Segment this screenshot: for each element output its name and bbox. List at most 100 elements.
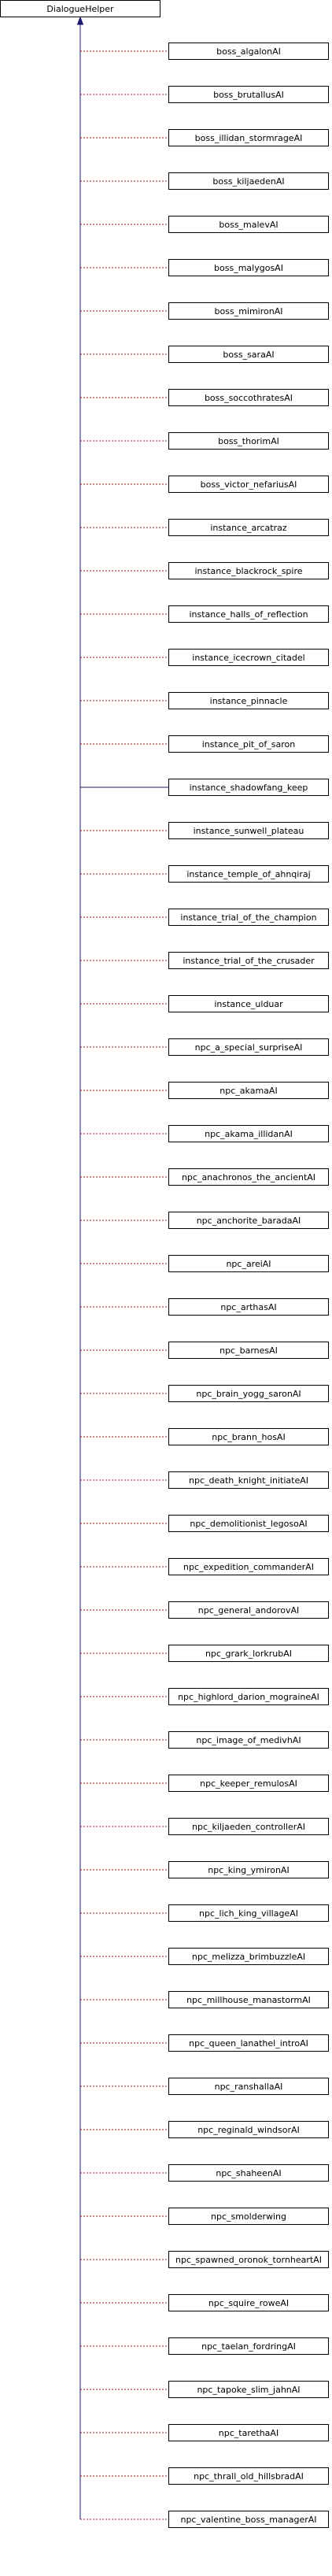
class-node-npc-brann-hosai[interactable]: npc_brann_hosAI (168, 1428, 329, 1445)
base-class-label: DialogueHelper (46, 4, 114, 14)
class-node-instance-arcatraz[interactable]: instance_arcatraz (168, 519, 329, 536)
base-class-node[interactable]: DialogueHelper (0, 0, 160, 17)
class-node-npc-a-special-surpriseai[interactable]: npc_a_special_surpriseAI (168, 1038, 329, 1056)
class-node-boss-algalonai[interactable]: boss_algalonAI (168, 43, 329, 60)
class-node-boss-malygosai[interactable]: boss_malygosAI (168, 259, 329, 276)
class-node-npc-grark-lorkrubai[interactable]: npc_grark_lorkrubAI (168, 1645, 329, 1662)
class-node-npc-areiai[interactable]: npc_areiAI (168, 1255, 329, 1272)
class-label: boss_malygosAI (214, 263, 283, 273)
class-label: npc_anchorite_baradaAI (197, 1216, 301, 1226)
class-label: npc_valentine_boss_managerAI (180, 2515, 316, 2525)
class-node-npc-lich-king-villageai[interactable]: npc_lich_king_villageAI (168, 1904, 329, 1922)
class-node-npc-reginald-windsorai[interactable]: npc_reginald_windsorAI (168, 2121, 329, 2138)
class-box (168, 1342, 329, 1359)
class-label: npc_image_of_medivhAI (196, 1735, 301, 1745)
class-node-npc-queen-lanathel-introai[interactable]: npc_queen_lanathel_introAI (168, 2034, 329, 2052)
class-box (168, 1688, 329, 1705)
base-class-box (0, 0, 160, 17)
class-label: npc_thrall_old_hillsbradAI (194, 2471, 304, 2482)
class-node-npc-anchorite-baradaai[interactable]: npc_anchorite_baradaAI (168, 1212, 329, 1229)
class-box (168, 2208, 329, 2225)
class-box (168, 172, 329, 190)
class-node-npc-general-andorovai[interactable]: npc_general_andorovAI (168, 1601, 329, 1619)
class-label: instance_blackrock_spire (194, 566, 302, 576)
class-node-npc-millhouse-manastormai[interactable]: npc_millhouse_manastormAI (168, 1991, 329, 2008)
class-node-npc-kiljaeden-controllerai[interactable]: npc_kiljaeden_controllerAI (168, 1818, 329, 1835)
class-node-instance-shadowfang-keep[interactable]: instance_shadowfang_keep (168, 779, 329, 796)
class-node-instance-halls-of-reflection[interactable]: instance_halls_of_reflection (168, 605, 329, 623)
class-node-npc-akamaai[interactable]: npc_akamaAI (168, 1082, 329, 1099)
class-label: npc_shaheenAI (216, 2168, 281, 2178)
class-node-boss-illidan-stormrageai[interactable]: boss_illidan_stormrageAI (168, 129, 329, 146)
class-node-instance-trial-of-the-champion[interactable]: instance_trial_of_the_champion (168, 909, 329, 926)
class-node-boss-soccothratesai[interactable]: boss_soccothratesAI (168, 389, 329, 406)
class-box (168, 822, 329, 839)
class-label: npc_lich_king_villageAI (199, 1908, 298, 1919)
class-label: boss_mimironAI (215, 306, 283, 316)
class-node-npc-brain-yogg-saronai[interactable]: npc_brain_yogg_saronAI (168, 1385, 329, 1402)
class-label: npc_millhouse_manastormAI (186, 1995, 311, 2005)
class-node-npc-taelan-fordringai[interactable]: npc_taelan_fordringAI (168, 2337, 329, 2355)
class-box (168, 952, 329, 969)
class-node-npc-arthasai[interactable]: npc_arthasAI (168, 1298, 329, 1316)
class-node-boss-mimironai[interactable]: boss_mimironAI (168, 302, 329, 320)
class-node-instance-pit-of-saron[interactable]: instance_pit_of_saron (168, 735, 329, 753)
class-node-instance-temple-of-ahnqiraj[interactable]: instance_temple_of_ahnqiraj (168, 865, 329, 883)
class-node-instance-trial-of-the-crusader[interactable]: instance_trial_of_the_crusader (168, 952, 329, 969)
class-node-npc-anachronos-the-ancientai[interactable]: npc_anachronos_the_ancientAI (168, 1168, 329, 1186)
class-box (168, 1212, 329, 1229)
class-node-npc-image-of-medivhai[interactable]: npc_image_of_medivhAI (168, 1731, 329, 1749)
class-label: npc_general_andorovAI (198, 1605, 300, 1616)
class-label: npc_areiAI (226, 1259, 271, 1269)
class-node-npc-expedition-commanderai[interactable]: npc_expedition_commanderAI (168, 1558, 329, 1575)
class-box (168, 2381, 329, 2398)
class-box (168, 2164, 329, 2182)
class-box (168, 1428, 329, 1445)
class-node-instance-blackrock-spire[interactable]: instance_blackrock_spire (168, 562, 329, 579)
class-node-npc-keeper-remulosai[interactable]: npc_keeper_remulosAI (168, 1775, 329, 1792)
class-box (168, 1775, 329, 1792)
class-box (168, 432, 329, 450)
class-node-npc-demolitionist-legosoai[interactable]: npc_demolitionist_legosoAI (168, 1515, 329, 1532)
class-node-boss-kiljaedenai[interactable]: boss_kiljaedenAI (168, 172, 329, 190)
class-node-npc-death-knight-initiateai[interactable]: npc_death_knight_initiateAI (168, 1471, 329, 1489)
class-node-boss-thorimai[interactable]: boss_thorimAI (168, 432, 329, 450)
class-node-instance-icecrown-citadel[interactable]: instance_icecrown_citadel (168, 649, 329, 666)
class-node-boss-malevai[interactable]: boss_malevAI (168, 216, 329, 233)
class-node-boss-brutallusai[interactable]: boss_brutallusAI (168, 86, 329, 103)
class-node-npc-spawned-oronok-tornheartai[interactable]: npc_spawned_oronok_tornheartAI (168, 2251, 329, 2268)
class-node-instance-pinnacle[interactable]: instance_pinnacle (168, 692, 329, 709)
class-node-npc-squire-roweai[interactable]: npc_squire_roweAI (168, 2294, 329, 2311)
class-label: instance_shadowfang_keep (190, 783, 308, 793)
class-node-npc-ranshallaai[interactable]: npc_ranshallaAI (168, 2078, 329, 2095)
class-node-instance-sunwell-plateau[interactable]: instance_sunwell_plateau (168, 822, 329, 839)
class-label: npc_akamaAI (219, 1086, 277, 1096)
class-node-npc-thrall-old-hillsbradai[interactable]: npc_thrall_old_hillsbradAI (168, 2467, 329, 2485)
class-node-instance-ulduar[interactable]: instance_ulduar (168, 995, 329, 1012)
class-node-npc-smolderwing[interactable]: npc_smolderwing (168, 2208, 329, 2225)
class-node-npc-akama-illidanai[interactable]: npc_akama_illidanAI (168, 1125, 329, 1142)
class-node-npc-barnesai[interactable]: npc_barnesAI (168, 1342, 329, 1359)
class-node-npc-king-ymironai[interactable]: npc_king_ymironAI (168, 1861, 329, 1878)
class-label: npc_demolitionist_legosoAI (190, 1519, 307, 1529)
class-node-npc-tarethaai[interactable]: npc_tarethaAI (168, 2424, 329, 2441)
class-node-npc-highlord-darion-mograineai[interactable]: npc_highlord_darion_mograineAI (168, 1688, 329, 1705)
class-box (168, 302, 329, 320)
class-node-npc-valentine-boss-managerai[interactable]: npc_valentine_boss_managerAI (168, 2511, 329, 2528)
class-node-boss-saraai[interactable]: boss_saraAI (168, 346, 329, 363)
class-node-npc-tapoke-slim-jahnai[interactable]: npc_tapoke_slim_jahnAI (168, 2381, 329, 2398)
class-node-boss-victor-nefariusai[interactable]: boss_victor_nefariusAI (168, 476, 329, 493)
class-label: npc_kiljaeden_controllerAI (192, 1822, 305, 1832)
class-label: instance_trial_of_the_champion (180, 912, 316, 923)
derived-class-nodes: boss_algalonAI boss_brutallusAI boss_illid… (168, 43, 329, 2528)
class-label: boss_soccothratesAI (205, 393, 293, 403)
class-node-npc-shaheenai[interactable]: npc_shaheenAI (168, 2164, 329, 2182)
class-box (168, 735, 329, 753)
class-label: npc_tarethaAI (219, 2428, 279, 2438)
class-node-npc-melizza-brimbuzzleai[interactable]: npc_melizza_brimbuzzleAI (168, 1948, 329, 1965)
class-box (168, 1645, 329, 1662)
class-box (168, 562, 329, 579)
class-label: npc_reginald_windsorAI (197, 2125, 300, 2135)
class-box (168, 2121, 329, 2138)
class-box (168, 865, 329, 883)
